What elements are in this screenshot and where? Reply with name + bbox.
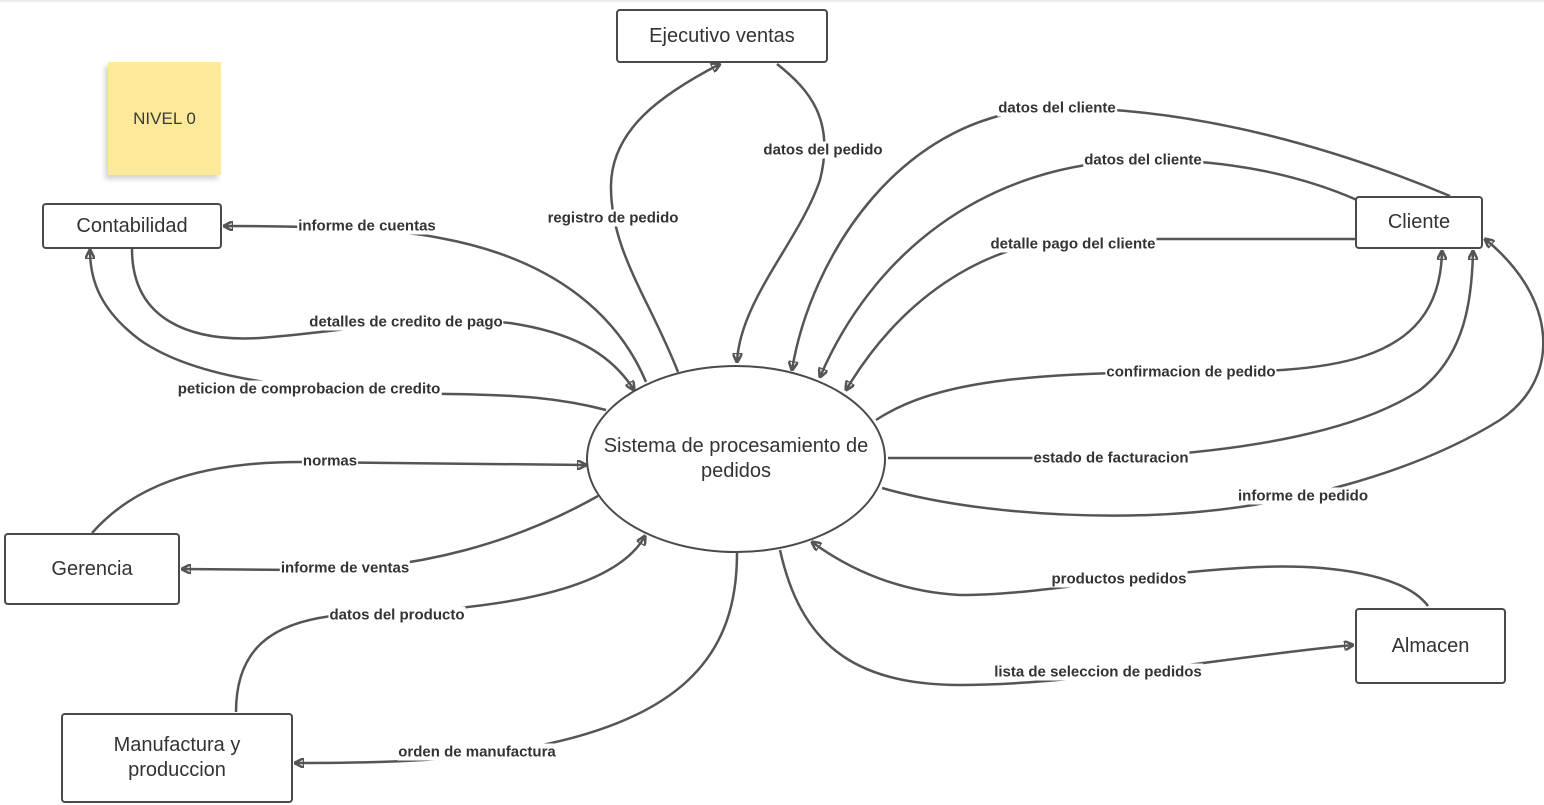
process-node[interactable]: Sistema de procesamiento de pedidos	[586, 365, 886, 553]
flow-line-orden-manufactura	[295, 552, 739, 763]
flow-label-datos-pedido: datos del pedido	[762, 141, 884, 159]
flow-line-datos-cliente-2	[820, 158, 1358, 377]
entity-label: Contabilidad	[76, 214, 188, 237]
flow-label-orden-manufactura: orden de manufactura	[397, 743, 557, 761]
entity-contabilidad[interactable]: Contabilidad	[42, 203, 222, 249]
flow-label-confirmacion: confirmacion de pedido	[1105, 363, 1277, 381]
entity-label: Cliente	[1387, 211, 1451, 233]
flow-line-confirmacion	[875, 251, 1442, 422]
flow-line-registro-pedido	[609, 64, 720, 373]
flow-line-informe-pedido	[881, 239, 1544, 517]
flow-label-informe-ventas: informe de ventas	[279, 559, 411, 577]
flow-label-detalles-credito: detalles de credito de pago	[308, 313, 504, 331]
entity-almacen[interactable]: Almacen	[1355, 608, 1506, 684]
entity-label: Ejecutivo ventas	[649, 24, 795, 47]
flow-line-facturacion	[888, 251, 1473, 460]
flow-line-informe-cuentas	[224, 226, 648, 383]
flow-line-normas	[91, 462, 586, 534]
flow-line-detalle-pago	[846, 237, 1356, 390]
entity-label: Manufactura y produccion	[113, 734, 241, 781]
flow-line-datos-pedido	[737, 63, 826, 362]
flow-label-datos-producto: datos del producto	[328, 606, 466, 624]
entity-ejecutivo-ventas[interactable]: Ejecutivo ventas	[616, 9, 828, 63]
flow-label-informe-cuentas: informe de cuentas	[297, 217, 437, 235]
flow-label-normas: normas	[301, 452, 359, 470]
entity-label: Almacen	[1391, 634, 1470, 657]
entity-gerencia[interactable]: Gerencia	[4, 533, 180, 605]
entity-cliente[interactable]: Cliente	[1355, 196, 1483, 249]
flow-label-informe-pedido: informe de pedido	[1236, 487, 1370, 505]
process-label: Sistema de procesamiento de pedidos	[603, 435, 869, 482]
top-shadow	[0, 0, 1544, 3]
entity-label: Gerencia	[51, 557, 133, 580]
entity-manufactura[interactable]: Manufactura y produccion	[61, 713, 293, 803]
flow-line-lista-seleccion	[778, 549, 1353, 687]
sticky-note: NIVEL 0	[108, 62, 221, 175]
flow-label-productos-pedidos: productos pedidos	[1050, 570, 1188, 588]
sticky-note-text: NIVEL 0	[133, 108, 196, 128]
flow-label-detalle-pago: detalle pago del cliente	[989, 235, 1157, 253]
flow-label-datos-cliente-2: datos del cliente	[1083, 151, 1203, 169]
flow-label-datos-cliente-1: datos del cliente	[997, 99, 1117, 117]
flow-label-facturacion: estado de facturacion	[1032, 449, 1190, 467]
flow-label-lista-seleccion: lista de seleccion de pedidos	[993, 663, 1203, 681]
flow-label-peticion-credito: peticion de comprobacion de credito	[176, 380, 442, 398]
flow-label-registro-pedido: registro de pedido	[546, 209, 680, 227]
